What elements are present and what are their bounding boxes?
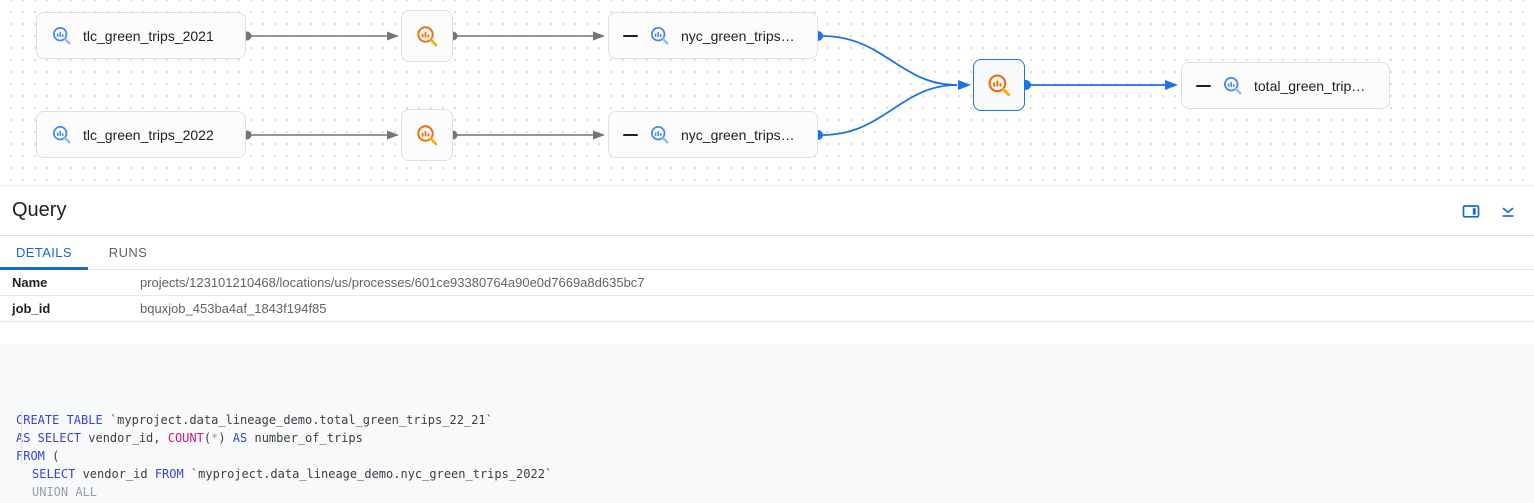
detail-label: job_id <box>12 301 51 316</box>
node-label: tlc_green_trips_2021 <box>83 27 214 44</box>
lineage-node-tlc-green-trips-2022[interactable]: tlc_green_trips_2022 <box>36 111 246 158</box>
lineage-graph[interactable]: tlc_green_trips_2021 tlc_green_trips_202… <box>0 0 1534 186</box>
bigquery-process-icon <box>417 125 438 146</box>
bigquery-process-icon <box>417 26 438 47</box>
panel-header: Query <box>0 186 1534 236</box>
detail-label: Name <box>12 275 48 290</box>
bigquery-table-icon <box>651 27 669 45</box>
split-screen-icon[interactable] <box>1459 199 1483 223</box>
detail-value: bquxjob_453ba4af_1843f194f85 <box>140 301 327 316</box>
lineage-node-total-green-trips[interactable]: total_green_trip… <box>1181 62 1390 109</box>
detail-row-name: Name projects/123101210468/locations/us/… <box>0 270 1534 296</box>
lineage-process-node-selected[interactable] <box>973 59 1025 111</box>
panel-tabbar: DETAILS RUNS <box>0 236 1534 270</box>
dash-icon <box>623 133 638 136</box>
node-label: tlc_green_trips_2022 <box>83 126 214 143</box>
lineage-node-tlc-green-trips-2021[interactable]: tlc_green_trips_2021 <box>36 12 246 59</box>
lineage-process-node-2021[interactable] <box>401 10 453 62</box>
tab-runs[interactable]: RUNS <box>108 245 148 260</box>
query-details-panel: Query DETAILS RUNS Name projects/1231012… <box>0 186 1534 503</box>
panel-title: Query <box>12 199 67 221</box>
bigquery-table-icon <box>53 126 71 144</box>
detail-row-job-id: job_id bquxjob_453ba4af_1843f194f85 <box>0 296 1534 322</box>
collapse-panel-icon[interactable] <box>1496 199 1520 223</box>
bigquery-process-icon <box>988 74 1011 97</box>
lineage-node-nyc-green-trips-2021[interactable]: nyc_green_trips… <box>608 12 818 59</box>
detail-value: projects/123101210468/locations/us/proce… <box>140 275 645 290</box>
dash-icon <box>1196 84 1211 87</box>
indent-guide <box>21 411 22 465</box>
dash-icon <box>623 34 638 37</box>
node-label: nyc_green_trips… <box>681 126 795 143</box>
sql-code: CREATE TABLE `myproject.data_lineage_dem… <box>0 344 1534 503</box>
bigquery-table-icon <box>1224 77 1242 95</box>
node-label: nyc_green_trips… <box>681 27 795 44</box>
bigquery-table-icon <box>53 27 71 45</box>
node-label: total_green_trip… <box>1254 77 1366 94</box>
lineage-node-nyc-green-trips-2022[interactable]: nyc_green_trips… <box>608 111 818 158</box>
tab-details[interactable]: DETAILS <box>0 236 88 270</box>
bigquery-table-icon <box>651 126 669 144</box>
lineage-process-node-2022[interactable] <box>401 109 453 161</box>
